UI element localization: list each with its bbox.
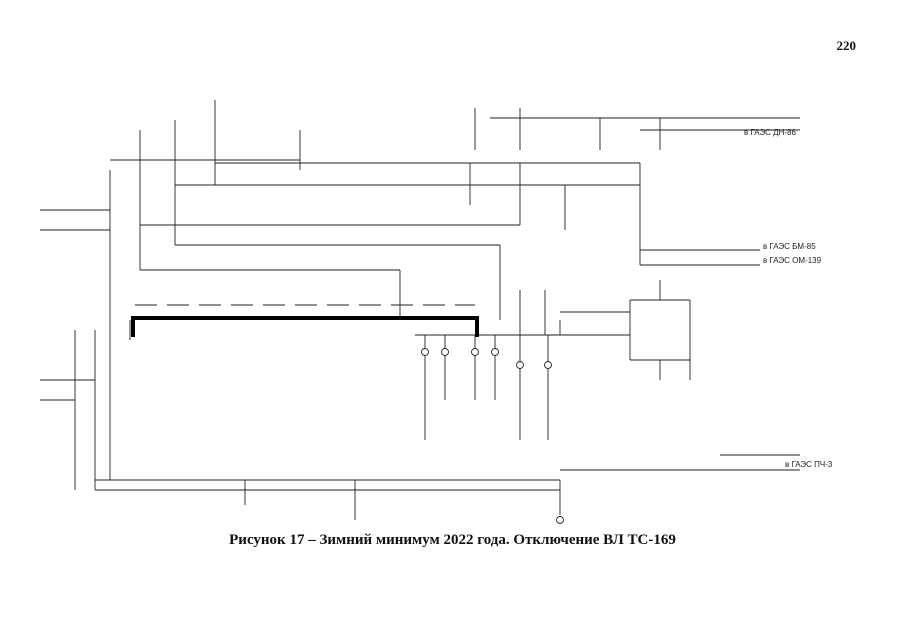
figure-caption: Рисунок 17 – Зимний минимум 2022 года. О… xyxy=(229,532,676,548)
page-number: 220 xyxy=(836,38,857,53)
ext-label-bm85: в ГАЭС БМ-85 xyxy=(763,242,816,251)
ext-label-dn86: в ГАЭС ДН-86 xyxy=(744,128,796,137)
ext-label-om139: в ГАЭС ОМ-139 xyxy=(763,256,822,265)
ext-label-pch3: в ГАЭС ПЧ-3 xyxy=(785,460,833,469)
